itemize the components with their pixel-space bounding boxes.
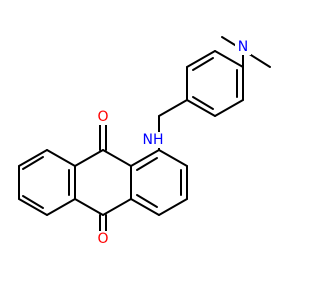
atom-label-dimethylamino: N bbox=[235, 39, 251, 55]
oxygen-label-bottom: O bbox=[97, 231, 108, 247]
central-quinone-ring bbox=[74, 149, 132, 216]
atom-label-amine: NH bbox=[143, 132, 167, 148]
atom-label-carbonyl-bottom: O bbox=[95, 231, 111, 247]
dimethylamino-n-label: N bbox=[238, 39, 248, 55]
atom-label-carbonyl-top: O bbox=[95, 109, 111, 125]
amine-nh-label: NH bbox=[143, 132, 164, 148]
molecule-structure-drawing: O O NH N bbox=[18, 36, 271, 247]
right-aromatic-ring bbox=[130, 149, 188, 216]
phenyl-ring bbox=[158, 50, 244, 117]
oxygen-label-top: O bbox=[97, 109, 108, 125]
left-benzo-ring bbox=[18, 149, 76, 216]
carbonyl-bonds bbox=[99, 123, 107, 242]
